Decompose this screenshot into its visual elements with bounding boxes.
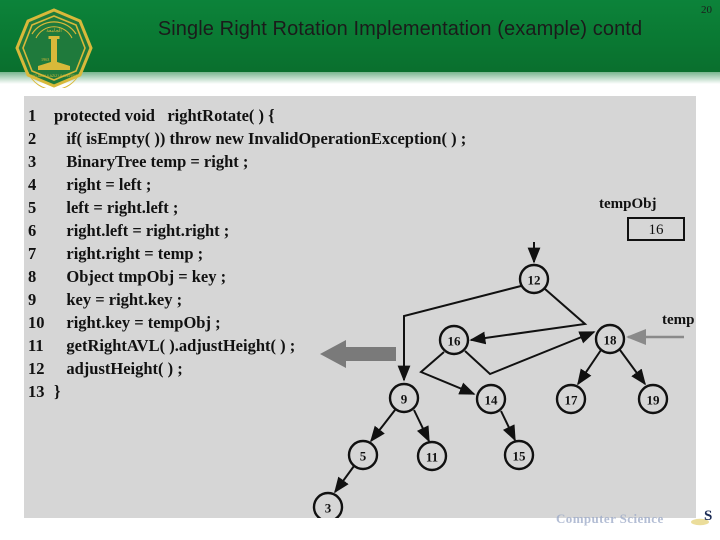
code-line-text: adjustHeight( ) ; (54, 359, 183, 378)
code-listing: 1 protected void rightRotate( ) { 2 if( is… (28, 104, 466, 403)
svg-text:الجامعة: الجامعة (46, 28, 61, 34)
code-line-number: 9 (28, 290, 37, 309)
slide-content-panel: 1 protected void rightRotate( ) { 2 if( is… (24, 96, 696, 518)
code-line-number: 6 (28, 221, 37, 240)
tempobj-label: tempObj (599, 196, 657, 212)
edge-14-to-15 (500, 410, 516, 442)
code-line-number: 11 (28, 336, 44, 355)
tree-node-label: 9 (401, 392, 408, 407)
code-line-text: protected void rightRotate( ) { (54, 106, 275, 125)
svg-text:KING ABDULAZIZ UNIVERSITY: KING ABDULAZIZ UNIVERSITY (28, 74, 81, 78)
code-line-number: 12 (28, 359, 45, 378)
tree-node-circle (312, 491, 344, 518)
code-line-number: 7 (28, 244, 37, 263)
code-line: 8 Object tmpObj = key ; (28, 265, 466, 288)
tree-node-label: 11 (426, 450, 438, 465)
page-title: Single Right Rotation Implementation (ex… (157, 18, 643, 40)
code-line-number: 4 (28, 175, 37, 194)
edge-16-to-18 (464, 331, 596, 376)
svg-text:S: S (704, 508, 712, 524)
code-line: 11 getRightAVL( ).adjustHeight( ) ; (28, 334, 466, 357)
code-line-text: getRightAVL( ).adjustHeight( ) ; (54, 336, 296, 355)
temp-label: temp (662, 312, 695, 328)
edge-12-to-16 (469, 288, 588, 345)
code-line-number: 10 (28, 313, 45, 332)
tree-node-label: 5 (360, 449, 367, 464)
code-line: 2 if( isEmpty( )) throw new InvalidOpera… (28, 127, 466, 150)
slide-header (0, 0, 720, 72)
code-line-text: left = right.left ; (54, 198, 179, 217)
code-line-text: right.key = tempObj ; (54, 313, 221, 332)
tree-node-circle (637, 383, 669, 415)
tree-node-circle (518, 263, 550, 295)
edge-5-to-3 (334, 465, 355, 494)
code-line-text: right.right = temp ; (54, 244, 204, 263)
code-line: 4 right = left ; (28, 173, 466, 196)
tree-node-circle (594, 323, 626, 355)
edge-9-to-5 (370, 409, 396, 443)
tree-node-circle (438, 324, 470, 356)
code-line-text: Object tmpObj = key ; (54, 267, 227, 286)
tree-node-circle (555, 383, 587, 415)
code-line-text: right = left ; (54, 175, 152, 194)
code-line: 9 key = right.key ; (28, 288, 466, 311)
code-line: 10 right.key = tempObj ; (28, 311, 466, 334)
code-line: 12 adjustHeight( ) ; (28, 357, 466, 380)
tree-node-circle (503, 439, 535, 471)
edge-16-to-14 (419, 351, 476, 395)
computer-science-badge-icon: S (690, 503, 716, 529)
tree-node-circle (388, 382, 420, 414)
tree-node-label: 12 (528, 273, 541, 288)
code-line: 7 right.right = temp ; (28, 242, 466, 265)
tree-nodes: 12 16 18 9 14 17 19 5 11 15 3 (312, 263, 669, 518)
edge-12-to-9 (397, 285, 522, 382)
tree-node-circle (347, 439, 379, 471)
tree-node-label: 19 (647, 393, 661, 408)
edge-18-to-19 (619, 349, 646, 386)
code-line-text: right.left = right.right ; (54, 221, 230, 240)
tree-node-label: 18 (604, 333, 618, 348)
footer-watermark: Computer Science (556, 511, 664, 526)
code-line-number: 13 (28, 382, 45, 401)
code-line-number: 8 (28, 267, 37, 286)
code-line-number: 3 (28, 152, 37, 171)
current-line-highlight-arrow (320, 340, 396, 368)
tree-node-circle (475, 383, 507, 415)
code-line-number: 2 (28, 129, 37, 148)
tree-node-label: 3 (325, 501, 332, 516)
edge-9-to-11 (413, 409, 430, 443)
code-line-number: 5 (28, 198, 37, 217)
code-line-text: if( isEmpty( )) throw new InvalidOperati… (54, 129, 467, 148)
tempobj-value: 16 (649, 222, 665, 238)
tree-node-label: 16 (448, 334, 462, 349)
code-line: 6 right.left = right.right ; (28, 219, 466, 242)
avl-tree-diagram: 12 16 18 9 14 17 19 5 11 15 3 tempObj 16 temp (312, 196, 695, 518)
tree-node-label: 17 (565, 393, 579, 408)
code-line-number: 1 (28, 106, 37, 125)
code-line: 13} (28, 380, 466, 403)
edge-18-to-17 (577, 349, 602, 386)
tree-node-label: 14 (485, 393, 499, 408)
code-line: 5 left = right.left ; (28, 196, 466, 219)
tree-node-circle (416, 440, 448, 472)
code-line: 1 protected void rightRotate( ) { (28, 104, 466, 127)
header-gradient-fade (0, 72, 720, 84)
code-line-text: key = right.key ; (54, 290, 183, 309)
code-line-text: } (54, 382, 61, 401)
code-line-text: BinaryTree temp = right ; (54, 152, 249, 171)
tempobj-variable: tempObj 16 (599, 196, 685, 241)
university-crest-logo: الجامعة 1963 KING ABDULAZIZ UNIVERSITY (14, 8, 94, 91)
page-number: 20 (701, 4, 712, 16)
tree-node-label: 15 (513, 449, 527, 464)
svg-text:1963: 1963 (41, 57, 49, 62)
code-line: 3 BinaryTree temp = right ; (28, 150, 466, 173)
